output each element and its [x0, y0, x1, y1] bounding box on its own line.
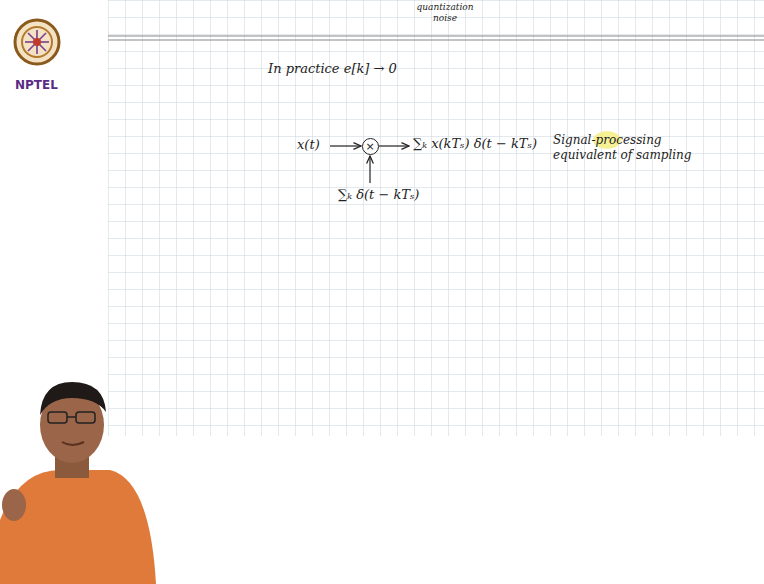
signal-arrow [369, 156, 370, 183]
multiplier-circle: × [362, 138, 379, 155]
annotation: quantization noise [415, 2, 475, 25]
signal-arrow [330, 145, 361, 146]
logo-text: NPTEL [15, 78, 58, 93]
grid-paper [108, 0, 764, 436]
signal-expression: ∑ₖ δ(t − kTₛ) [338, 187, 419, 203]
rule [108, 35, 764, 36]
rule [108, 39, 764, 40]
signal-expression: ∑ₖ x(kTₛ) δ(t − kTₛ) [413, 136, 537, 152]
nptel-logo [15, 20, 59, 64]
note: In practice e[k] → 0 [268, 61, 397, 77]
note: Signal-processing equivalent of sampling [553, 133, 703, 163]
signal-arrow [379, 145, 409, 146]
presenter [0, 382, 156, 584]
operator-symbol: × [365, 141, 374, 152]
signal-name: x(t) [297, 137, 320, 153]
